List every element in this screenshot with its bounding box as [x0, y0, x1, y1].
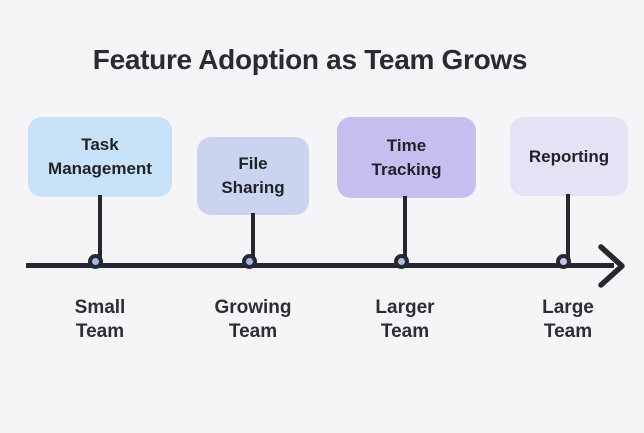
diagram-title: Feature Adoption as Team Grows	[92, 44, 528, 75]
timeline-node	[88, 254, 103, 269]
stage-label-larger-team: Larger Team	[375, 297, 435, 342]
arrow-right-icon	[598, 244, 625, 288]
timeline-node	[556, 254, 571, 269]
feature-box-reporting: Reporting	[510, 117, 628, 196]
feature-box-label: File Sharing	[221, 154, 285, 197]
timeline-node	[394, 254, 409, 269]
feature-box-label: Reporting	[528, 146, 610, 166]
timeline-node	[242, 254, 257, 269]
connector-line	[403, 196, 407, 266]
timeline-axis	[26, 263, 614, 268]
feature-box-label: Task Management	[48, 135, 152, 178]
stage-label-growing-team: Growing Team	[214, 297, 292, 342]
feature-box-time-tracking: Time Tracking	[337, 117, 476, 198]
connector-line	[251, 213, 255, 266]
feature-box-file-sharing: File Sharing	[197, 137, 309, 215]
feature-box-label: Time Tracking	[371, 135, 442, 179]
connector-line	[566, 194, 570, 266]
stage-label-small-team: Small Team	[74, 297, 126, 342]
stage-label-large-team: Large Team	[542, 297, 594, 342]
feature-box-task-management: Task Management	[28, 117, 172, 197]
connector-line	[98, 195, 102, 266]
